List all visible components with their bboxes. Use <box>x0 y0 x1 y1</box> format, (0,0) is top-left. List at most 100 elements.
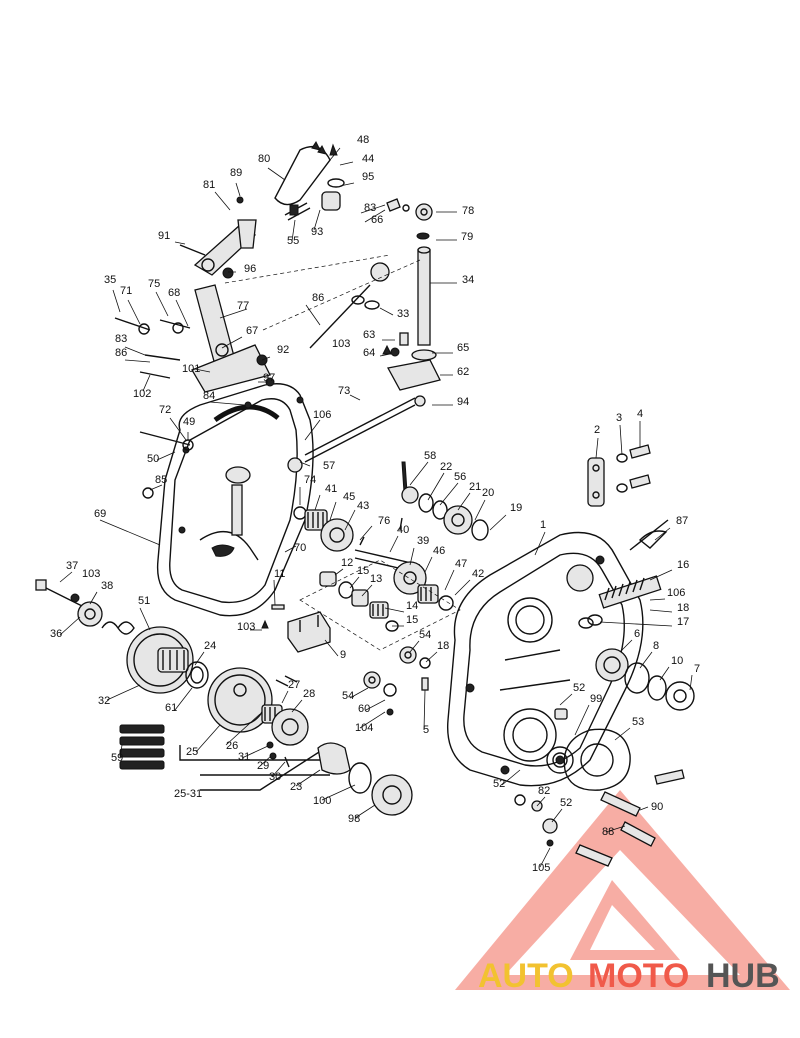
part-label: 86 <box>115 347 127 359</box>
part-label: 97 <box>263 372 275 384</box>
part-label: 80 <box>258 153 270 165</box>
part-label: 54 <box>342 690 354 702</box>
part-label: 72 <box>159 404 171 416</box>
part-label: 15 <box>406 614 418 626</box>
left-sprocket-assembly <box>35 579 209 694</box>
part-label: 94 <box>457 396 469 408</box>
part-label: 73 <box>338 385 350 397</box>
part-label: 44 <box>362 153 374 165</box>
part-label: 79 <box>461 231 473 243</box>
part-label: 1 <box>540 519 546 531</box>
part-label: 39 <box>417 535 429 547</box>
part-label: 68 <box>168 287 180 299</box>
part-label: 64 <box>363 347 375 359</box>
part-label: 35 <box>104 274 116 286</box>
left-bracket-linkage <box>114 284 275 499</box>
part-label: 38 <box>101 580 113 592</box>
part-label: 37 <box>66 560 78 572</box>
part-label: 77 <box>237 300 249 312</box>
upper-control-linkage <box>179 141 345 279</box>
part-label: 50 <box>147 453 159 465</box>
part-label: 82 <box>538 785 550 797</box>
main-gear-case <box>446 531 644 787</box>
part-label: 41 <box>325 483 337 495</box>
part-label: 69 <box>94 508 106 520</box>
part-label: 2 <box>594 424 600 436</box>
part-label: 81 <box>203 179 215 191</box>
part-label: 65 <box>457 342 469 354</box>
guide-block <box>261 604 331 653</box>
part-label: 103 <box>237 621 255 633</box>
part-label: 52 <box>560 797 572 809</box>
part-label: 62 <box>457 366 469 378</box>
part-label: 85 <box>155 474 167 486</box>
part-label: 67 <box>246 325 258 337</box>
part-label: 4 <box>637 408 643 420</box>
part-label: 84 <box>203 390 215 402</box>
part-label: 103 <box>82 568 100 580</box>
part-label: 75 <box>148 278 160 290</box>
part-label: 25 <box>186 746 198 758</box>
part-label: 30 <box>269 771 281 783</box>
left-chain-case-cover <box>156 383 314 617</box>
part-label: 106 <box>313 409 331 421</box>
part-label: 32 <box>98 695 110 707</box>
part-label: 89 <box>230 167 242 179</box>
part-label: 20 <box>482 487 494 499</box>
part-label: 15 <box>357 565 369 577</box>
part-label: 93 <box>311 226 323 238</box>
part-label: 25-31 <box>174 788 202 800</box>
part-label: 33 <box>397 308 409 320</box>
part-label: 83 <box>115 333 127 345</box>
part-label: 43 <box>357 500 369 512</box>
part-label: 42 <box>472 568 484 580</box>
part-label: 14 <box>406 600 418 612</box>
part-label: 9 <box>340 649 346 661</box>
part-label: 51 <box>138 595 150 607</box>
part-label: 83 <box>364 202 376 214</box>
part-label: 34 <box>462 274 474 286</box>
part-label: 8 <box>653 640 659 652</box>
part-label: 66 <box>371 214 383 226</box>
part-label: 23 <box>290 781 302 793</box>
part-label: 92 <box>277 344 289 356</box>
part-label: 40 <box>397 524 409 536</box>
part-label: 105 <box>532 862 550 874</box>
part-label: 57 <box>323 460 335 472</box>
part-label: 7 <box>694 663 700 675</box>
part-label: 74 <box>304 474 316 486</box>
part-label: 95 <box>362 171 374 183</box>
part-label: 28 <box>303 688 315 700</box>
watermark-text: AUTO MOTO HUB <box>478 957 780 995</box>
part-label: 56 <box>454 471 466 483</box>
part-label: 48 <box>357 134 369 146</box>
part-label: 6 <box>634 628 640 640</box>
part-label: 16 <box>677 559 689 571</box>
link-plate-and-bolts <box>587 444 651 507</box>
shift-rod-and-linkage <box>224 198 441 473</box>
part-label: 11 <box>274 568 285 580</box>
part-label: 49 <box>183 416 195 428</box>
part-label: 100 <box>313 795 331 807</box>
part-label: 13 <box>370 573 382 585</box>
part-label: 5 <box>423 724 429 736</box>
part-label: 88 <box>602 826 614 838</box>
part-label: 52 <box>493 778 505 790</box>
fasteners-misc <box>363 646 685 867</box>
part-label: 18 <box>677 602 689 614</box>
part-label: 87 <box>676 515 688 527</box>
part-label: 99 <box>590 693 602 705</box>
part-label: 71 <box>120 285 132 297</box>
part-label: 22 <box>440 461 452 473</box>
part-label: 102 <box>133 388 151 400</box>
part-label: 45 <box>343 491 355 503</box>
countershaft-gears <box>293 506 454 611</box>
part-label: 26 <box>226 740 238 752</box>
part-label: 17 <box>677 616 689 628</box>
part-label: 27 <box>288 679 300 691</box>
part-label: 24 <box>204 640 216 652</box>
part-label: 36 <box>50 628 62 640</box>
leader-lines <box>59 147 693 868</box>
